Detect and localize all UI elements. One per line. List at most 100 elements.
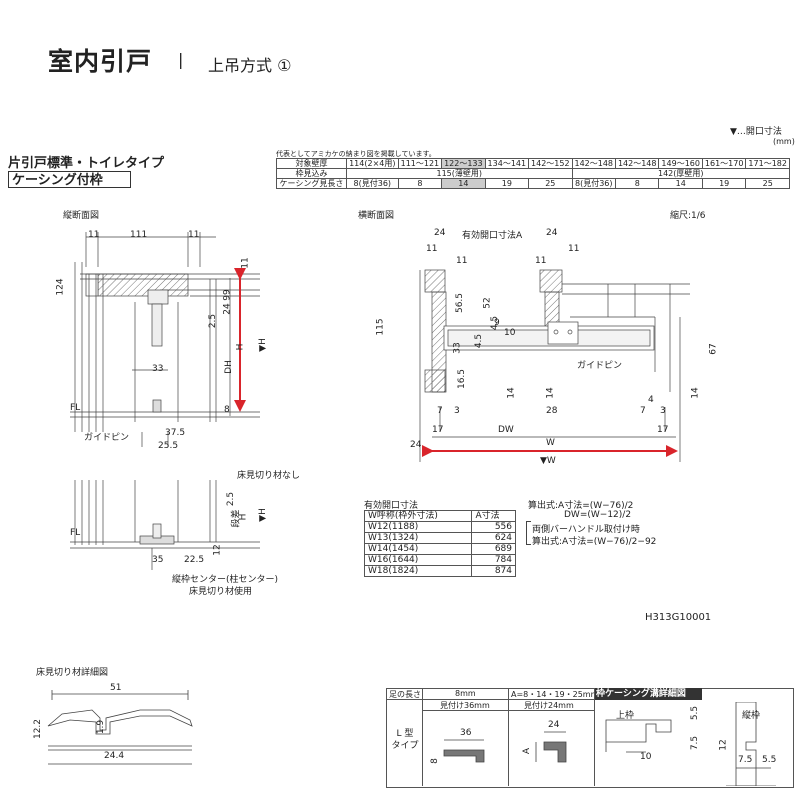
table-cell: 149〜160 — [658, 158, 703, 169]
dim-W-opening: ▼W — [540, 456, 556, 466]
dim-24-c: 24 — [548, 720, 560, 730]
formula-2: DW=(W−12)/2 — [564, 510, 632, 520]
dim-11-c: 11 — [535, 256, 547, 266]
table-row: W16(1644) 784 — [363, 554, 516, 566]
dim-51: 51 — [110, 683, 122, 693]
table-cell: 8 — [614, 178, 660, 189]
dim-12-b: 12 — [212, 544, 223, 556]
dim-24-left: 24 — [434, 228, 446, 238]
table-cell: 784 — [471, 554, 516, 566]
casing-groove-title: 枠ケーシング溝詳細図 — [594, 688, 702, 700]
dim-16-5: 16.5 — [457, 368, 468, 390]
table-cell: 19 — [701, 178, 747, 189]
visible-24: 見付け24mm — [524, 701, 574, 710]
table-cell: W14(1454) — [363, 543, 473, 555]
threshold-detail-drawing — [47, 690, 193, 765]
casing-groove-drawing — [605, 702, 776, 786]
dim-3-b: 3 — [660, 406, 666, 416]
dim-10: 10 — [504, 328, 516, 338]
visible-36: 見付け36mm — [440, 701, 490, 710]
vertical-section-label: 縦断面図 — [63, 211, 100, 221]
table-cell: W13(1324) — [363, 532, 473, 544]
dim-H-opening: ▼H — [257, 338, 268, 352]
dim-12-c: 12 — [718, 739, 729, 751]
spec-note: 代表としてアミカケの納まり図を掲載しています。 — [276, 150, 436, 158]
dim-14-c: 14 — [690, 387, 701, 399]
dim-7-a: 7 — [437, 406, 443, 416]
dim-24: 24 — [222, 303, 233, 315]
divider — [422, 688, 423, 786]
table-cell: 8(見付36) — [345, 178, 399, 189]
no-threshold-label: 床見切り材なし — [237, 471, 301, 481]
table-cell: W12(1188) — [363, 521, 473, 533]
leg-8mm: 8mm — [455, 689, 476, 698]
dim-124: 124 — [55, 278, 66, 296]
table-cell: 689 — [471, 543, 516, 555]
dim-H-opening-b: ▼H — [257, 508, 268, 522]
scale-label: 縮尺:1/6 — [670, 211, 706, 221]
dim-H-b: H — [238, 513, 249, 521]
dim-5-5-a: 5.5 — [690, 705, 701, 721]
vertical-frame-label: 縦枠 — [742, 711, 761, 721]
table-cell: 161〜170 — [701, 158, 747, 169]
threshold-section-drawing — [70, 480, 260, 570]
formula-4: 算出式:A寸法=(W−76)/2−92 — [532, 537, 657, 547]
dim-4-a: 4 — [648, 395, 654, 405]
casing-detail-box — [386, 688, 794, 788]
fl-label: FL — [70, 403, 81, 413]
horizontal-section-drawing — [419, 269, 690, 462]
table-cell: 142〜148 — [614, 158, 660, 169]
dim-11-side: 11 — [240, 257, 251, 269]
dim-11-a: 11 — [426, 244, 438, 254]
dim-17-b: 17 — [657, 425, 669, 435]
table-cell: 8(見付36) — [571, 178, 617, 189]
drawing-code: H313G10001 — [645, 612, 712, 623]
table-cell: 134〜141 — [484, 158, 530, 169]
threshold-detail-label: 床見切り材詳細図 — [36, 668, 109, 678]
leg-a-values: A=8・14・19・25mm — [511, 690, 599, 699]
table-row: W13(1324) 624 — [363, 532, 516, 544]
casing-box: ケーシング付枠 — [8, 171, 131, 188]
dim-10-b: 10 — [640, 752, 652, 762]
table-row: 枠見込み 115(薄壁用) 142(厚壁用) — [276, 168, 791, 179]
title-separator: | — [178, 50, 184, 69]
dim-H: H — [235, 343, 246, 351]
formula-1: 算出式:A寸法=(W−76)/2 — [528, 501, 634, 511]
dim-36: 36 — [460, 728, 472, 738]
page-subtitle: 上吊方式 ① — [208, 56, 292, 75]
table-cell: 142(厚壁用) — [571, 168, 791, 179]
dim-11-b: 11 — [456, 256, 468, 266]
dim-11-d: 11 — [568, 244, 580, 254]
table-cell: 874 — [471, 565, 516, 577]
table-cell: 142〜152 — [528, 158, 573, 169]
opening-note: ▼…開口寸法 — [730, 127, 782, 137]
table-cell: ケーシング見長さ — [276, 178, 347, 189]
page-title: 室内引戸 — [48, 47, 153, 76]
dim-11-left: 11 — [88, 230, 100, 240]
effective-opening-label: 有効開口寸法A — [462, 231, 523, 241]
dim-22-5: 22.5 — [184, 555, 205, 565]
dim-115: 115 — [375, 318, 386, 336]
table-row: W呼称(枠外寸法) A寸法 — [363, 510, 516, 522]
table-cell: 142〜148 — [571, 158, 617, 169]
guide-pin-h-label: ガイドピン — [577, 361, 623, 371]
dim-7-b: 7 — [640, 406, 646, 416]
dim-14-a: 14 — [506, 387, 517, 399]
dim-W: W — [546, 438, 555, 448]
dim-25-5: 25.5 — [158, 441, 179, 451]
dim-8-b: 8 — [429, 758, 440, 764]
dim-A: A — [522, 747, 533, 755]
center-note: 縦枠センター(柱センター) — [172, 575, 279, 585]
table-cell: 8 — [397, 178, 443, 189]
dim-37-5: 37.5 — [165, 428, 186, 438]
l-type-label: L 型 タイプ — [391, 729, 419, 751]
dim-2-5: 2.5 — [208, 313, 219, 329]
divider — [422, 710, 594, 711]
dim-4-5-b: 4.5 — [474, 333, 485, 349]
table-cell: 19 — [484, 178, 530, 189]
table-header: A寸法 — [471, 510, 516, 522]
table-row: W12(1188) 556 — [363, 521, 516, 533]
leg-length-label: 足の長さ — [389, 690, 421, 699]
spec-table: 対象壁厚 114(2×4用) 111〜121 122〜133 134〜141 1… — [276, 158, 791, 189]
table-cell: 115(薄壁用) — [345, 168, 573, 179]
